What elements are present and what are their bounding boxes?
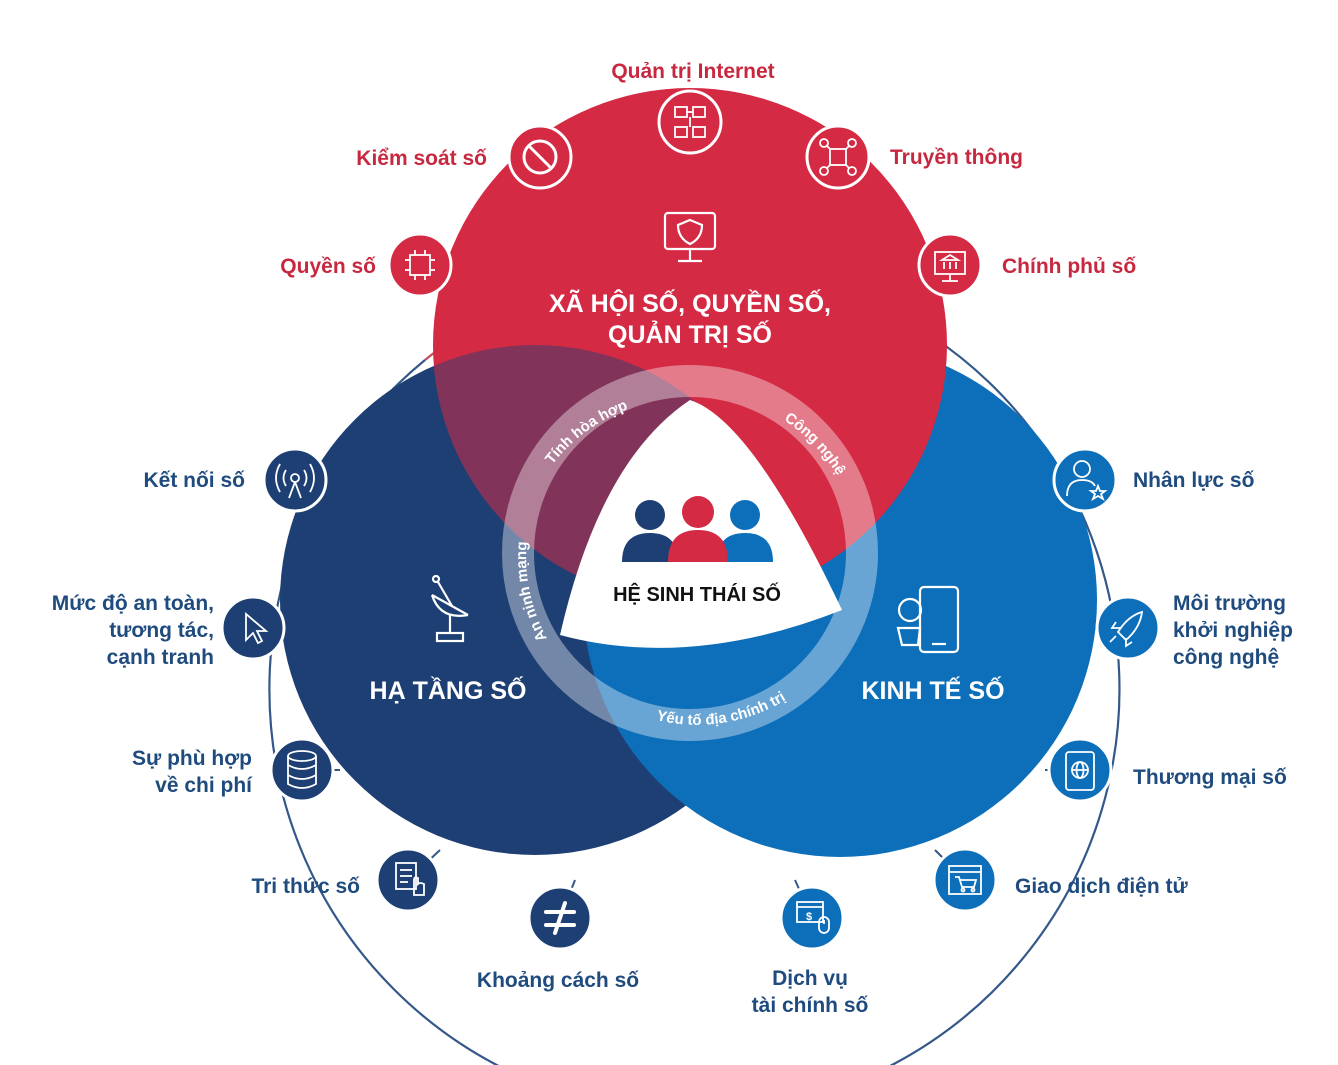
- monitor-shield-icon: [663, 211, 717, 263]
- mobile-commerce-icon: [896, 585, 960, 654]
- node-quyen-so: [387, 232, 453, 298]
- network-nodes-icon: [674, 106, 706, 138]
- label-moi-truong-khoi-nghiep: Môi trường khởi nghiệp công nghệ: [1173, 592, 1293, 669]
- svg-text:$: $: [806, 911, 812, 923]
- node-chinh-phu-so: [917, 232, 983, 298]
- node-quan-tri-internet: [657, 89, 723, 155]
- user-star-icon: [1066, 460, 1108, 502]
- label-kiem-soat-so: Kiểm soát số: [356, 147, 487, 170]
- document-touch-icon: [395, 862, 425, 896]
- node-khoang-cach-so: [527, 885, 593, 951]
- node-tri-thuc-so: [375, 847, 441, 913]
- label-quyen-so: Quyền số: [280, 255, 376, 278]
- circle-xa-hoi-so: [433, 88, 947, 602]
- antenna-icon: [275, 463, 315, 499]
- node-truyen-thong: [805, 124, 871, 190]
- not-equal-icon: [544, 901, 576, 935]
- label-dich-vu-tai-chinh: Dịch vụ tài chính số: [751, 967, 869, 1017]
- label-chinh-phu-so: Chính phủ số: [1002, 255, 1137, 278]
- title-kinh-te-so: KINH TẾ SỐ: [861, 677, 1005, 705]
- label-truyen-thong: Truyền thông: [890, 146, 1023, 169]
- node-thuong-mai-so: [1047, 737, 1113, 803]
- cart-screen-icon: [948, 865, 982, 895]
- government-screen-icon: [934, 251, 966, 282]
- center-title: HỆ SINH THÁI SỐ: [613, 584, 781, 606]
- label-tri-thuc-so: Tri thức số: [251, 875, 360, 898]
- label-thuong-mai-so: Thương mại số: [1133, 766, 1287, 789]
- media-network-icon: [819, 138, 857, 176]
- coins-stack-icon: [287, 750, 317, 789]
- tablet-globe-icon: [1065, 751, 1095, 791]
- node-dich-vu-tai-chinh: $: [779, 885, 845, 951]
- node-nhan-luc-so: [1052, 447, 1118, 513]
- title-ha-tang-so: HẠ TẦNG SỐ: [369, 677, 527, 705]
- label-giao-dich-dien-tu: Giao dịch điện tử: [1015, 875, 1188, 898]
- node-moi-truong-khoi-nghiep: [1095, 595, 1161, 661]
- prohibited-icon: [522, 139, 558, 175]
- node-giao-dich-dien-tu: [932, 847, 998, 913]
- node-ket-noi-so: [262, 447, 328, 513]
- node-muc-do-an-toan: [220, 595, 286, 661]
- node-su-phu-hop: [269, 737, 335, 803]
- node-kiem-soat-so: [507, 124, 573, 190]
- label-su-phu-hop: Sự phù hợp về chi phí: [132, 747, 252, 797]
- cursor-icon: [245, 612, 269, 645]
- label-quan-tri-internet: Quản trị Internet: [611, 60, 775, 83]
- inner-ring: [502, 365, 878, 741]
- people-group-icon: [622, 496, 773, 562]
- label-nhan-luc-so: Nhân lực số: [1133, 469, 1255, 492]
- label-muc-do-an-toan: Mức độ an toàn, tương tác, cạnh tranh: [51, 592, 214, 669]
- title-xa-hoi-so: XÃ HỘI SỐ, QUYỀN SỐ, QUẢN TRỊ SỐ: [549, 290, 831, 349]
- finance-screen-icon: $: [796, 901, 830, 934]
- label-ket-noi-so: Kết nối số: [143, 469, 245, 492]
- rocket-icon: [1109, 610, 1144, 648]
- circuit-chip-icon: [405, 250, 435, 280]
- label-khoang-cach-so: Khoảng cách số: [476, 969, 640, 992]
- satellite-dish-icon: [430, 574, 469, 643]
